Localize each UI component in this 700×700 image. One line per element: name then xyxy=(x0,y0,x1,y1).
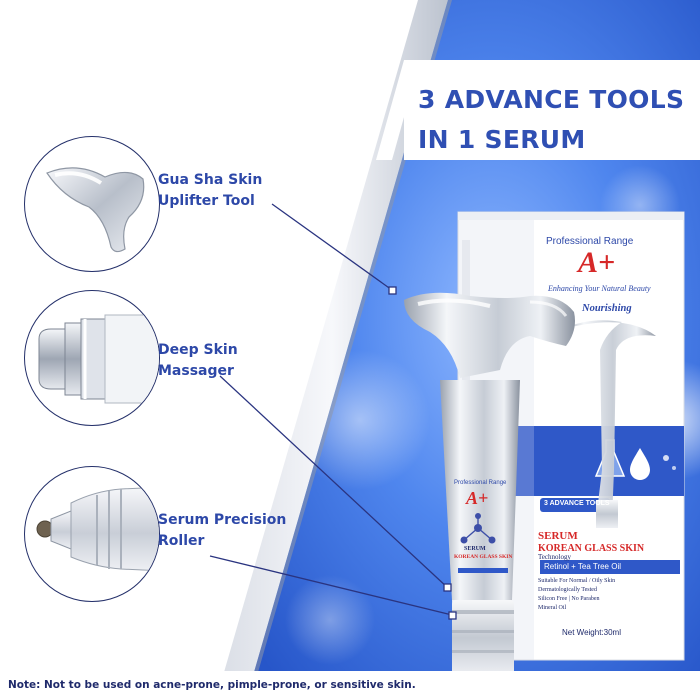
box-brand-logo: A+ xyxy=(578,246,616,279)
tool-label-massager: Deep Skin Massager xyxy=(158,340,238,382)
tube-word: SERUM xyxy=(464,546,486,552)
box-range: Professional Range xyxy=(546,236,634,247)
tube-range: Professional Range xyxy=(454,480,507,486)
headline-line-2: IN 1 SERUM xyxy=(418,125,586,154)
tool-circle-roller xyxy=(24,466,160,602)
tool-label-gua-sha: Gua Sha Skin Uplifter Tool xyxy=(158,170,262,212)
box-claim-1: Suitable For Normal / Oily Skin xyxy=(538,578,616,584)
box-tools-badge: 3 ADVANCE TOOLS xyxy=(544,500,610,507)
tool-circle-gua-sha xyxy=(24,136,160,272)
disclaimer-bar: Note: Not to be used on acne-prone, pimp… xyxy=(0,671,700,700)
headline: 3 ADVANCE TOOLS IN 1 SERUM xyxy=(418,80,698,160)
box-ingredients: Retinol + Tea Tree Oil xyxy=(544,562,622,571)
tool-label-gua-sha-line-2: Uplifter Tool xyxy=(158,193,255,209)
leader-lines xyxy=(209,203,457,620)
box-tagline: Enhancing Your Natural Beauty xyxy=(548,284,651,293)
box-claim-3: Silicon Free | No Paraben xyxy=(538,596,600,602)
tube-name: KOREAN GLASS SKIN xyxy=(454,554,513,560)
box-technology: Technology xyxy=(538,553,571,561)
tool-label-massager-line-1: Deep Skin xyxy=(158,342,238,358)
box-product-word: SERUM xyxy=(538,530,578,542)
box-product-name: KOREAN GLASS SKIN xyxy=(538,543,645,554)
box-claim-4: Mineral Oil xyxy=(538,605,567,611)
box-claim-2: Dermatologically Tested xyxy=(538,587,597,593)
box-net-weight: Net Weight:30ml xyxy=(562,628,621,637)
tool-label-roller: Serum Precision Roller xyxy=(158,510,286,552)
tool-label-gua-sha-line-1: Gua Sha Skin xyxy=(158,172,263,188)
tool-circle-massager xyxy=(24,290,160,426)
tool-label-massager-line-2: Massager xyxy=(158,363,234,379)
tool-label-roller-line-2: Roller xyxy=(158,533,205,549)
gua-sha-head-icon xyxy=(46,167,145,253)
tube-brand-logo: A+ xyxy=(466,488,489,508)
roller-tip-icon xyxy=(36,486,159,572)
serum-tube xyxy=(404,292,575,676)
headline-line-1: 3 ADVANCE TOOLS xyxy=(418,85,685,114)
tool-label-roller-line-1: Serum Precision xyxy=(158,512,287,528)
disclaimer-note: Note: Not to be used on acne-prone, pimp… xyxy=(8,679,416,691)
box-variant: Nourishing xyxy=(582,303,632,314)
massager-tip-icon xyxy=(38,314,159,404)
